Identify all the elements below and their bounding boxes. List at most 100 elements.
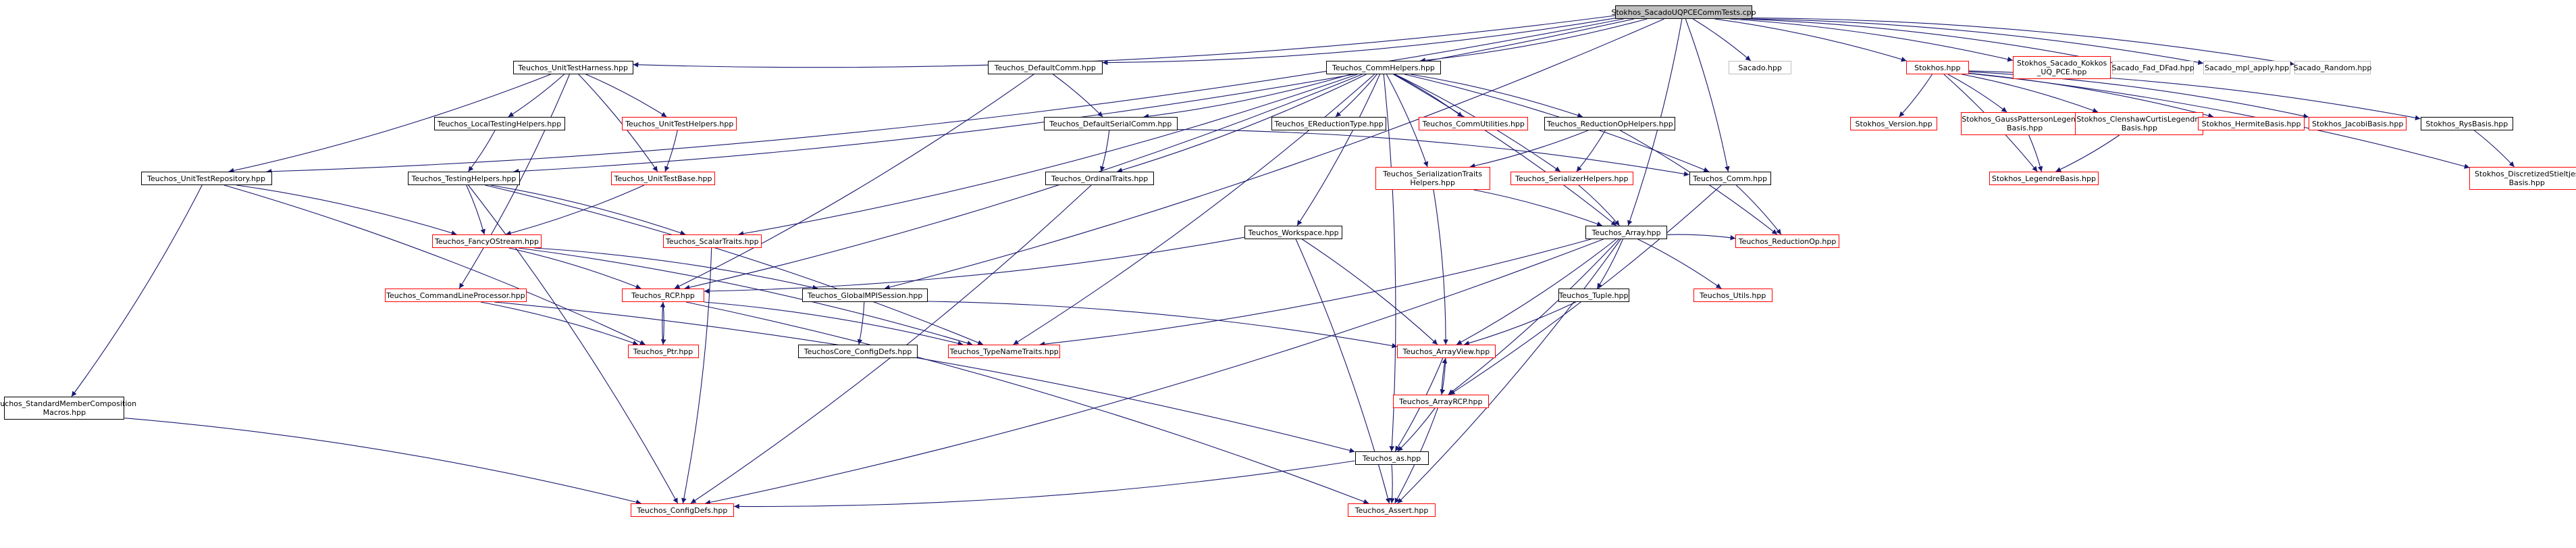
node-gausspatterson[interactable]: Stokhos_GaussPattersonLegendre Basis.hpp [1960,112,2089,135]
node-sacado[interactable]: Sacado.hpp [1729,61,1792,74]
edge-clenshaw-to-legendre [2055,134,2120,172]
edge-testinghelpers-to-typenametraits [485,184,984,345]
edge-stokhos-to-discretized [1968,73,2470,169]
node-defaultcomm[interactable]: Teuchos_DefaultComm.hpp [987,61,1103,74]
node-commhelpers[interactable]: Teuchos_CommHelpers.hpp [1326,61,1441,74]
node-mpl[interactable]: Sacado_mpl_apply.hpp [2203,61,2291,74]
edge-commhelpers-to-reductionophelpers [1411,74,1583,118]
edge-serializationtraits-to-array [1473,189,1602,226]
node-arrayrcp[interactable]: Teuchos_ArrayRCP.hpp [1393,395,1489,408]
edge-root-to-sacado [1693,18,1752,61]
edge-workspace-to-rcp [704,236,1244,294]
node-serializerhelpers[interactable]: Teuchos_SerializerHelpers.hpp [1510,172,1633,185]
node-testinghelpers[interactable]: Teuchos_TestingHelpers.hpp [408,172,520,185]
edge-unittesthelpers-to-unittestbase [664,130,678,172]
node-fancyostream[interactable]: Teuchos_FancyOStream.hpp [432,234,542,248]
node-rys[interactable]: Stokhos_RysBasis.hpp [2420,117,2514,130]
edge-testinghelpers-to-scalartraits [490,184,686,236]
edge-root-to-random [1752,18,2294,66]
edge-array-to-tuple [1596,239,1623,289]
node-reductionophelpers[interactable]: Teuchos_ReductionOpHelpers.hpp [1544,117,1676,130]
edge-arrayrcp-to-as [1397,407,1436,452]
edge-array-to-configdefs [705,239,1604,505]
edge-commhelpers-to-rcp [684,74,1363,291]
edge-fancyostream-to-globalmpi [533,247,818,291]
edge-commhelpers-to-typenametraits [1013,74,1375,345]
edge-root-to-fad [1741,18,2113,65]
node-rcp[interactable]: Teuchos_RCP.hpp [622,289,704,302]
edge-commhelpers-to-ordinaltraits [1117,74,1367,173]
node-cmdline[interactable]: Teuchos_CommandLineProcessor.hpp [384,289,527,302]
node-unittesthelpers[interactable]: Teuchos_UnitTestHelpers.hpp [622,117,737,130]
edge-commhelpers-to-scalartraits [738,74,1358,236]
edge-stokhos-to-clenshaw [1962,74,2099,113]
node-legendre[interactable]: Stokhos_LegendreBasis.hpp [1989,172,2099,185]
node-assert[interactable]: Teuchos_Assert.hpp [1348,503,1436,517]
edge-testinghelpers-to-configdefs [468,184,679,504]
edge-stokhos-to-version [1899,74,1933,118]
node-typenametraits[interactable]: Teuchos_TypeNameTraits.hpp [948,345,1061,358]
edge-defaultserialcomm-to-comm [1177,129,1689,177]
edge-localtesting-to-testinghelpers [468,130,496,172]
edge-cmdline-to-ptr [480,301,639,346]
node-configdefs[interactable]: Teuchos_ConfigDefs.hpp [630,503,735,517]
edge-array-to-typenametraits [1039,239,1592,347]
node-discretized[interactable]: Stokhos_DiscretizedStieltjes Basis.hpp [2469,167,2576,190]
node-jacobi[interactable]: Stokhos_JacobiBasis.hpp [2308,117,2407,130]
edge-serializerhelpers-to-array [1578,184,1620,226]
edge-standardmember-to-configdefs [124,418,641,505]
node-unittestharness[interactable]: Teuchos_UnitTestHarness.hpp [512,61,633,74]
node-defaultserialcomm[interactable]: Teuchos_DefaultSerialComm.hpp [1043,117,1178,130]
node-workspace[interactable]: Teuchos_Workspace.hpp [1244,226,1343,239]
edge-globalmpi-to-configdefs_core [857,301,865,345]
node-fad[interactable]: Sacado_Fad_DFad.hpp [2111,61,2194,74]
node-standardmember[interactable]: Teuchos_StandardMemberComposition Macros… [0,397,136,420]
node-stokhos[interactable]: Stokhos.hpp [1905,61,1969,74]
node-scalartraits[interactable]: Teuchos_ScalarTraits.hpp [663,234,762,248]
edge-unittestharness-to-unittestbase [578,74,658,172]
node-ereductiontype[interactable]: Teuchos_EReductionType.hpp [1271,117,1386,130]
edge-unittestharness-to-unittestrepository [228,74,551,174]
node-clenshaw[interactable]: Stokhos_ClenshawCurtisLegendre Basis.hpp [2075,112,2204,135]
edge-root-to-comm [1685,18,1730,172]
node-ordinaltraits[interactable]: Teuchos_OrdinalTraits.hpp [1045,172,1155,185]
node-unittestbase[interactable]: Teuchos_UnitTestBase.hpp [611,172,715,185]
edge-comm-to-reductionop [1735,184,1782,235]
node-ptr[interactable]: Teuchos_Ptr.hpp [627,345,699,358]
edge-array-to-reductionop [1667,234,1736,241]
node-as[interactable]: Teuchos_as.hpp [1355,451,1429,465]
node-tuple[interactable]: Teuchos_Tuple.hpp [1558,289,1629,302]
edge-tuple-to-arrayview [1464,301,1577,346]
node-version[interactable]: Stokhos_Version.hpp [1850,117,1938,130]
node-serializationtraits[interactable]: Teuchos_SerializationTraits Helpers.hpp [1375,167,1490,190]
node-hermite[interactable]: Stokhos_HermiteBasis.hpp [2198,117,2305,130]
edge-unittestharness-to-localtesting [508,74,564,118]
edge-testinghelpers-to-fancyostream [466,184,485,235]
node-arrayview[interactable]: Teuchos_ArrayView.hpp [1397,345,1496,358]
edge-root-to-globalmpi [884,18,1664,290]
node-commutilities[interactable]: Teuchos_CommUtilities.hpp [1419,117,1529,130]
node-root[interactable]: Stokhos_SacadoUQPCECommTests.cpp [1611,5,1756,19]
edge-unittestharness-to-unittesthelpers [585,74,667,118]
node-configdefs_core[interactable]: TeuchosCore_ConfigDefs.hpp [797,345,918,358]
node-comm[interactable]: Teuchos_Comm.hpp [1689,172,1771,185]
node-array[interactable]: Teuchos_Array.hpp [1585,226,1668,239]
edge-commhelpers-to-ereductiontype [1335,74,1377,118]
edge-root-to-defaultcomm [1102,18,1616,66]
edge-rcp-to-assert [685,301,1369,504]
node-unittestrepository[interactable]: Teuchos_UnitTestRepository.hpp [140,172,272,185]
edge-fancyostream-to-rcp [508,247,641,289]
node-sacadokokkos[interactable]: Stokhos_Sacado_Kokkos _UQ_PCE.hpp [2012,56,2111,79]
edge-workspace-to-assert [1295,239,1391,504]
edge-ptr-to-rcp [660,301,666,345]
node-localtesting[interactable]: Teuchos_LocalTestingHelpers.hpp [433,117,565,130]
edge-reductionophelpers-to-serializationtraits [1469,130,1589,169]
node-utils[interactable]: Teuchos_Utils.hpp [1693,289,1772,302]
node-reductionop[interactable]: Teuchos_ReductionOp.hpp [1735,234,1839,248]
edge-root-to-sacadokokkos [1729,18,2014,62]
edge-array-to-arrayrcp [1448,239,1620,395]
edge-unittestrepository-to-fancyostream [236,184,457,236]
node-random[interactable]: Sacado_Random.hpp [2294,61,2371,74]
node-globalmpi[interactable]: Teuchos_GlobalMPISession.hpp [802,289,928,302]
